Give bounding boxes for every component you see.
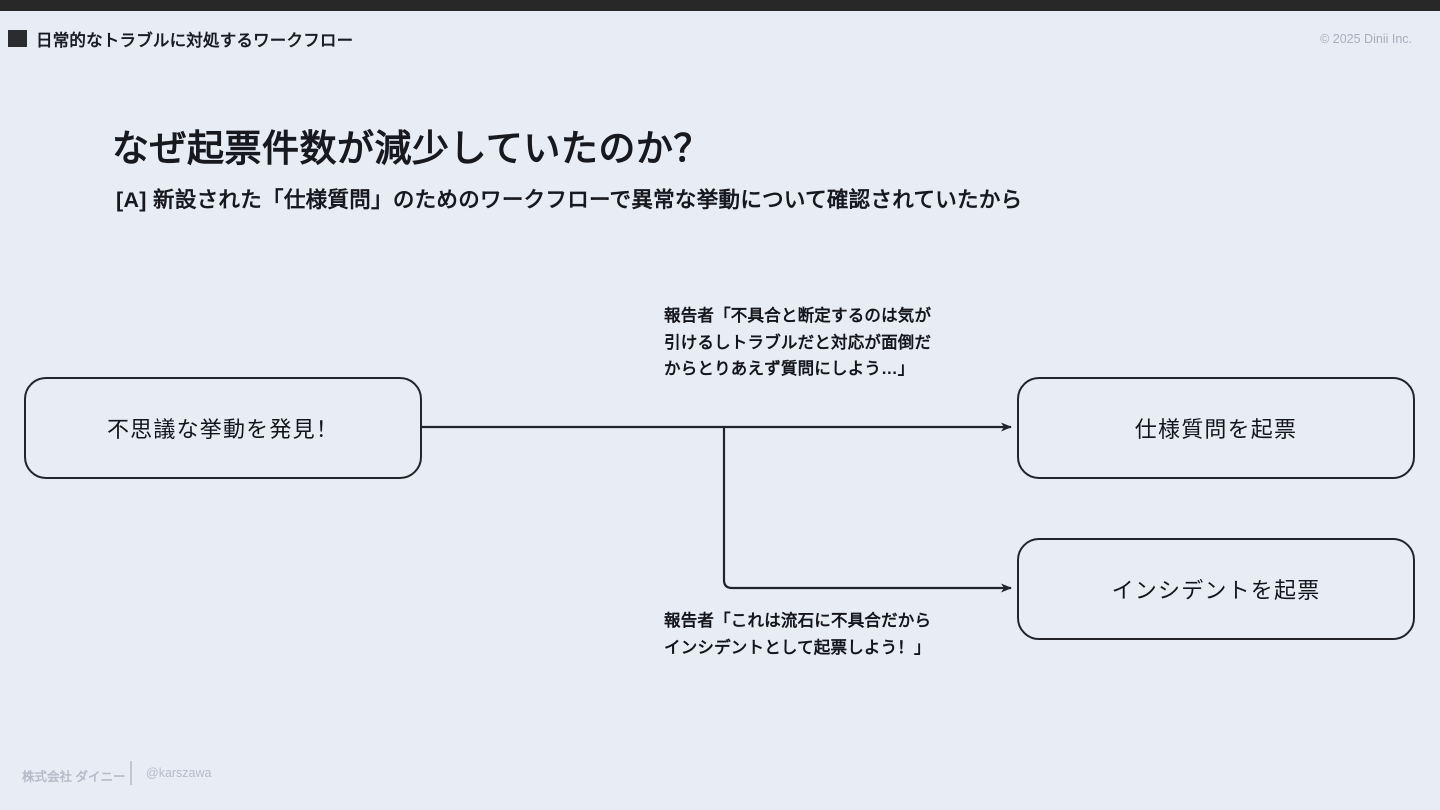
header-section-title: 日常的なトラブルに対処するワークフロー: [36, 32, 354, 50]
flow-node-discover[interactable]: 不思議な挙動を発見！: [24, 377, 422, 479]
annotation-upper-quote: 報告者「不具合と断定するのは気が 引けるしトラブルだと対応が面倒だ からとりあえ…: [664, 307, 932, 379]
slide-header: 日常的なトラブルに対処するワークフロー © 2025 Dinii Inc.: [0, 11, 1440, 63]
flow-node-spec-question[interactable]: 仕様質問を起票: [1017, 377, 1415, 479]
flow-node-label: インシデントを起票: [1111, 578, 1321, 603]
footer-company-name: 株式会社 ダイニー: [22, 770, 126, 784]
page-title: なぜ起票件数が減少していたのか？: [112, 127, 711, 169]
footer-divider: [130, 761, 132, 785]
annotation-lower-quote: 報告者「これは流石に不具合だから インシデントとして起票しよう！」: [664, 612, 932, 657]
top-accent-bar: [0, 0, 1440, 11]
page-subtitle: [A] 新設された「仕様質問」のためのワークフローで異常な挙動について確認されて…: [116, 187, 1023, 212]
copyright-notice: © 2025 Dinii Inc.: [1320, 32, 1412, 46]
slide-footer: 株式会社 ダイニー @karszawa: [0, 754, 1440, 810]
flow-node-label: 不思議な挙動を発見！: [106, 417, 339, 442]
flow-node-incident[interactable]: インシデントを起票: [1017, 538, 1415, 640]
square-bullet-icon: [8, 30, 27, 47]
flow-node-label: 仕様質問を起票: [1134, 417, 1298, 442]
footer-author-handle: @karszawa: [146, 766, 212, 780]
